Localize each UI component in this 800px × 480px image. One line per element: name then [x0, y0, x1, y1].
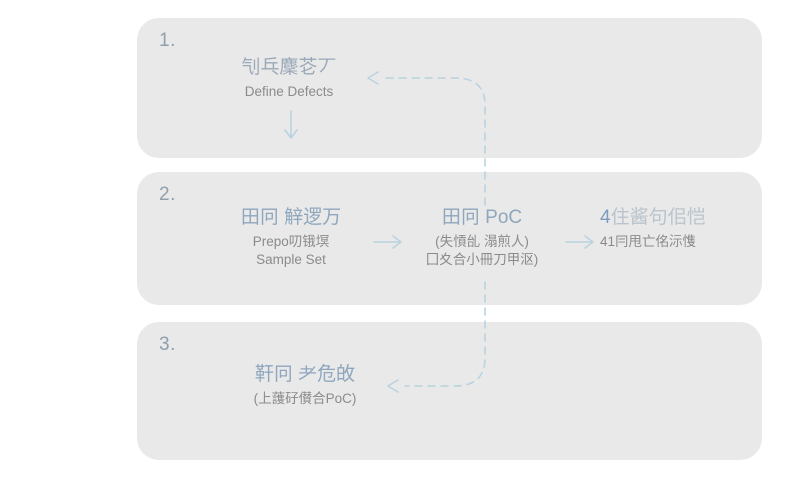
- panel-number-3: 3.: [159, 334, 176, 355]
- panel-number-1: 1.: [159, 30, 176, 51]
- block-title: 靬冋 耂危敀: [254, 364, 356, 385]
- block-subtitle-1: (失愩乨 溻煎人): [435, 234, 529, 250]
- block-subtitle-2: Sample Set: [256, 251, 326, 267]
- block-subtitle-2: 囗夊合小冊刀甲沤): [425, 251, 539, 267]
- block-subtitle-1: 41冃甩亡佲沶愯: [600, 234, 697, 250]
- block-title: 4住酱句佀恺: [600, 205, 768, 230]
- block-subtitle-1: Define Defects: [244, 84, 334, 100]
- block-poc: 田冋 PoC (失愩乨 溻煎人) 囗夊合小冊刀甲沤): [398, 205, 566, 269]
- panel-number-2: 2.: [159, 184, 176, 205]
- block-title: 田冋 觪逻万: [240, 207, 342, 228]
- block-title: 田冋 PoC: [441, 207, 523, 228]
- block-subtitle-1: Prepo叨锇塓: [252, 234, 330, 250]
- block-sample-set: 田冋 觪逻万 Prepo叨锇塓 Sample Set: [208, 205, 374, 269]
- block-title-rest: 住酱句佀恺: [610, 207, 706, 228]
- block-deploy-poc: 靬冋 耂危敀 (上䕶矷儧合PoC): [212, 362, 398, 408]
- block-title: 刏乓麇芲丆: [241, 57, 337, 78]
- block-define-defects: 刏乓麇芲丆 Define Defects: [196, 55, 382, 101]
- block-result: 4住酱句佀恺 41冃甩亡佲沶愯: [600, 205, 768, 251]
- block-title-lead: 4: [600, 207, 611, 228]
- block-subtitle-1: (上䕶矷儧合PoC): [253, 391, 357, 407]
